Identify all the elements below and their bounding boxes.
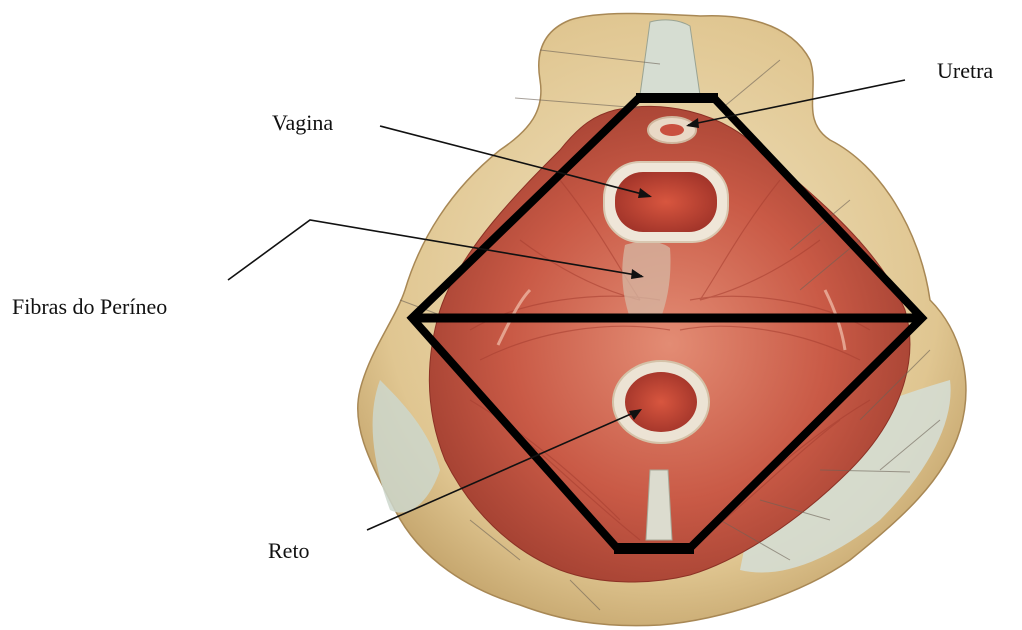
pubic-ligament	[640, 20, 700, 95]
anal-orifice	[625, 372, 697, 432]
perineal-body	[622, 242, 670, 322]
label-reto: Reto	[268, 540, 310, 562]
bottom-bar	[614, 543, 694, 554]
coccyx	[646, 470, 672, 540]
urethra-lumen	[660, 124, 684, 136]
label-fibras-do-perineo: Fibras do Períneo	[12, 296, 167, 318]
label-uretra: Uretra	[937, 60, 993, 82]
top-bar	[636, 93, 718, 103]
label-vagina: Vagina	[272, 112, 333, 134]
vaginal-orifice	[615, 172, 717, 232]
